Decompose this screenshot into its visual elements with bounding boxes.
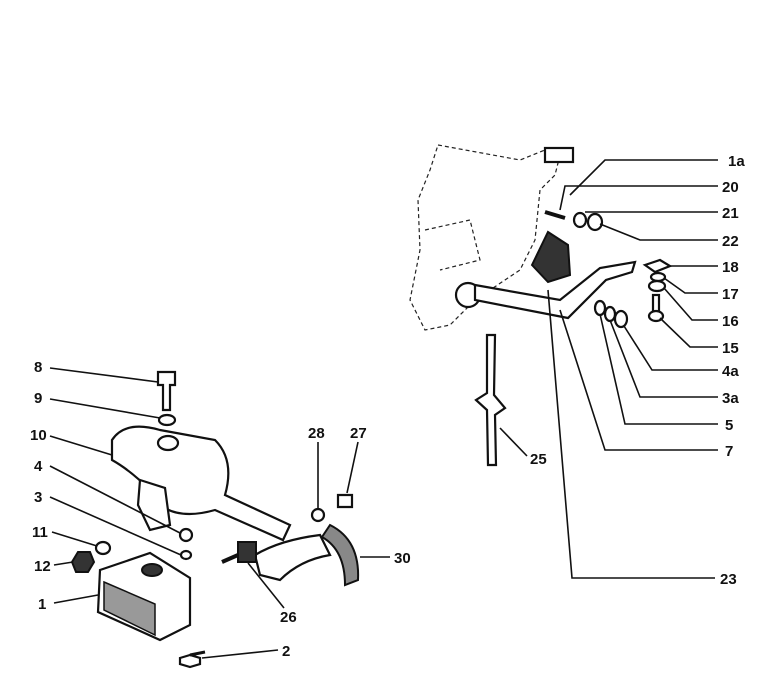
rubber-mount-1a — [530, 230, 572, 284]
label-15: 15 — [722, 340, 739, 357]
transmission-bracket — [473, 260, 637, 320]
label-18: 18 — [722, 259, 739, 276]
label-1a: 1a — [728, 153, 745, 170]
bracket-10-lower — [136, 478, 172, 532]
label-8: 8 — [34, 359, 42, 376]
washer-11 — [94, 540, 112, 556]
nut-22 — [586, 212, 604, 232]
bolt-2 — [178, 653, 202, 669]
label-5: 5 — [725, 417, 733, 434]
label-1: 1 — [38, 596, 46, 613]
label-16: 16 — [722, 313, 739, 330]
plate-18 — [642, 258, 673, 274]
nut-12 — [70, 551, 96, 573]
washer-5 — [593, 299, 607, 317]
bracket-10-boss — [156, 434, 180, 452]
rubber-mount-1-face — [103, 580, 156, 637]
label-3a: 3a — [722, 390, 739, 407]
leader-lines — [49, 159, 718, 659]
label-26: 26 — [280, 609, 297, 626]
label-23: 23 — [720, 571, 737, 588]
washer-21 — [572, 211, 588, 229]
label-30: 30 — [394, 550, 411, 567]
bracket-10 — [110, 425, 292, 542]
label-25: 25 — [530, 451, 547, 468]
label-4a: 4a — [722, 363, 739, 380]
nut-4a — [613, 309, 629, 329]
bolt-8 — [156, 370, 177, 412]
washer-3a — [603, 305, 617, 323]
rubber-mount-1-hole — [141, 563, 163, 577]
label-17: 17 — [722, 286, 739, 303]
label-7: 7 — [725, 443, 733, 460]
washer-16 — [647, 279, 667, 293]
washer-3 — [179, 549, 193, 561]
label-2: 2 — [282, 643, 290, 660]
label-12: 12 — [34, 558, 51, 575]
nut-28 — [310, 507, 326, 523]
label-20: 20 — [722, 179, 739, 196]
washer-9 — [157, 413, 177, 427]
label-10: 10 — [30, 427, 47, 444]
nut-4 — [178, 527, 194, 543]
stud-mount-26 — [237, 541, 257, 563]
bolt-15-head — [647, 309, 665, 323]
label-11: 11 — [32, 524, 48, 541]
washer-17 — [649, 271, 667, 283]
label-4: 4 — [34, 458, 43, 475]
label-22: 22 — [722, 233, 739, 250]
label-27: 27 — [350, 425, 367, 442]
gearbox-shaft — [543, 146, 575, 164]
label-28: 28 — [308, 425, 325, 442]
rubber-strap-30 — [320, 523, 360, 587]
label-3: 3 — [34, 489, 42, 506]
label-21: 21 — [722, 205, 739, 222]
stud-26-thread — [221, 553, 239, 564]
pin-20 — [544, 210, 566, 220]
bolt-2-shank — [189, 650, 206, 657]
label-9: 9 — [34, 390, 42, 407]
bolt-27 — [336, 493, 354, 509]
strap-25 — [474, 333, 507, 467]
pipe-bracket — [253, 533, 332, 582]
